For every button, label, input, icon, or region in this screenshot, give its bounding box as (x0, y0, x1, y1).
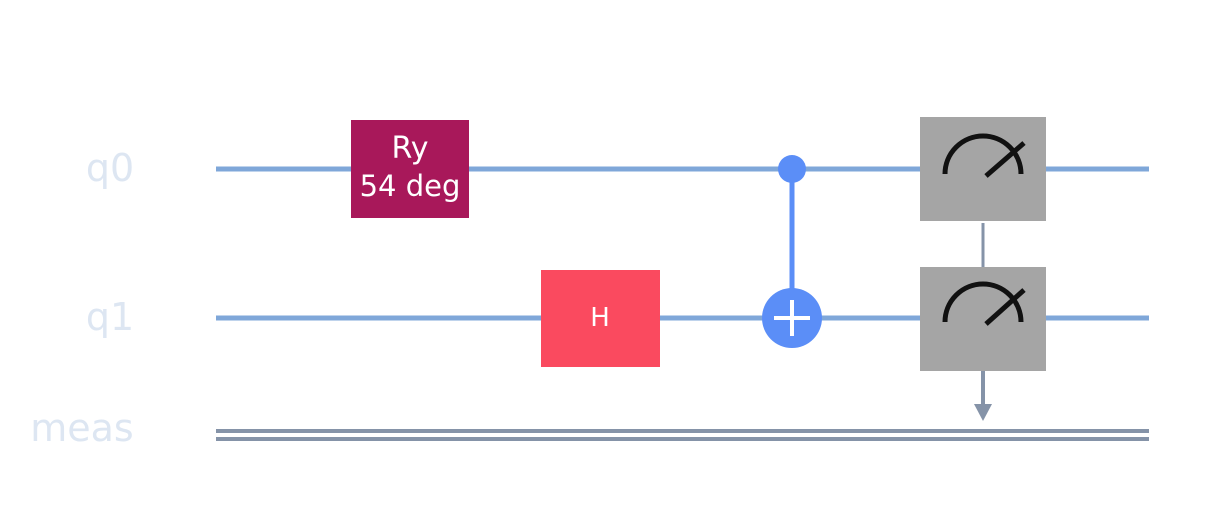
arrow-down-icon (974, 371, 992, 421)
ry-gate-param: 54 deg (360, 169, 461, 203)
measure-gate-q0[interactable] (920, 117, 1046, 267)
meter-arc (942, 133, 1024, 175)
h-gate-box (541, 270, 660, 367)
ry-gate-box (351, 120, 469, 218)
cx-gate[interactable] (762, 155, 822, 348)
wire-label-meas: meas (30, 406, 133, 450)
meter-needle (984, 288, 1026, 326)
wire-label-q0: q0 (86, 146, 134, 190)
ry-gate-name: Ry (392, 131, 429, 166)
wire-label-q1: q1 (86, 295, 134, 339)
meter-arc (942, 281, 1024, 323)
classical-register-meas (216, 429, 1149, 441)
measure-gate-q1[interactable] (920, 267, 1046, 421)
cx-control-dot (778, 155, 806, 183)
h-gate-name: H (590, 303, 610, 333)
meter-icon (942, 281, 1026, 326)
measure-q0-box (920, 117, 1046, 221)
meter-icon (942, 133, 1026, 178)
ry-gate[interactable]: Ry 54 deg (351, 120, 469, 218)
plus-target-icon (762, 288, 822, 348)
measure-q1-arrow-head (974, 404, 992, 421)
meter-needle (984, 141, 1026, 178)
h-gate[interactable]: H (541, 270, 660, 367)
